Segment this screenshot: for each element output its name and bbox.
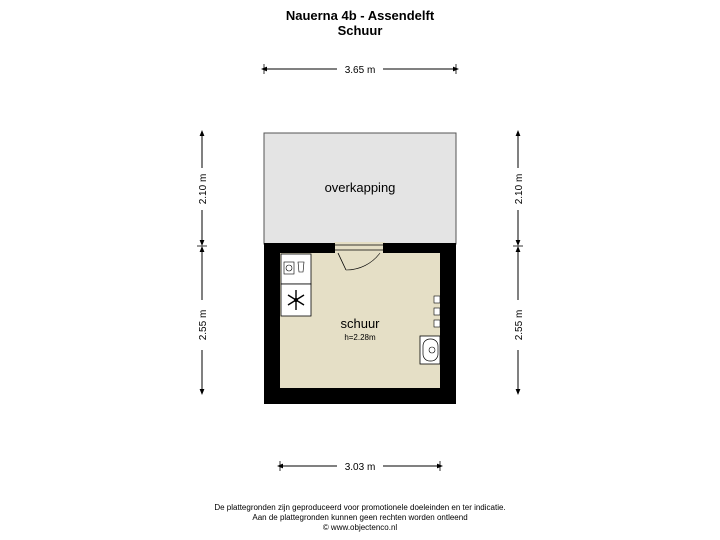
footer-disclaimer-1: De plattegronden zijn geproduceerd voor … [214,503,506,512]
dimension-top-width: 3.65 m [261,64,459,76]
dimension-left: 2.10 m 2.55 m [197,130,209,395]
footer-copyright: © www.objectenco.nl [322,523,398,532]
dimension-right-upper-label: 2.10 m [514,174,525,205]
dimension-top-label: 3.65 m [345,65,376,76]
dimension-bottom-label: 3.03 m [345,462,376,473]
page-subtitle: Schuur [337,23,383,38]
dimension-left-lower-label: 2.55 m [198,310,209,341]
room-overkapping [263,132,457,245]
door [332,243,386,271]
page-title: Nauerna 4b - Assendelft [285,8,435,23]
dimension-right: 2.10 m 2.55 m [513,130,525,395]
boiler-icon [419,335,441,365]
dimension-right-lower-label: 2.55 m [514,310,525,341]
footer-disclaimer-2: Aan de plattegronden kunnen geen rechten… [252,513,468,522]
room-overkapping-label: overkapping [325,180,396,195]
dimension-left-upper-label: 2.10 m [198,174,209,205]
dryer-icon [280,283,312,317]
room-schuur-label: schuur [340,316,380,331]
washing-machine-icon [280,253,312,285]
wall-outlet-icon [433,295,441,328]
dimension-bottom-width: 3.03 m [277,461,443,473]
room-schuur-height: h=2.28m [344,333,376,342]
